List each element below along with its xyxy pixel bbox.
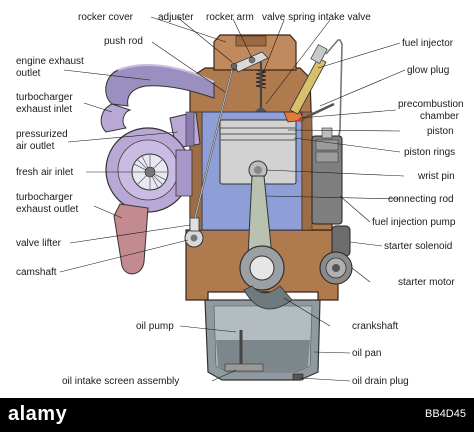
label-camshaft: camshaft xyxy=(16,267,57,278)
fuel-injector xyxy=(289,44,328,115)
label-starter-motor: starter motor xyxy=(398,277,455,288)
watermark-bar: alamy BB4D45 xyxy=(0,398,474,432)
label-wrist-pin: wrist pin xyxy=(417,171,455,182)
fuel-injection-pump xyxy=(311,127,343,225)
label-precombustion-chamber-1: precombustion xyxy=(398,99,464,110)
starter-motor xyxy=(319,251,353,285)
label-rocker-arm: rocker arm xyxy=(206,12,254,23)
label-connecting-rod: connecting rod xyxy=(388,194,454,205)
label-oil-pump: oil pump xyxy=(136,321,174,332)
label-fuel-injector: fuel injector xyxy=(402,38,454,49)
label-turbocharger-exhaust-outlet-2: exhaust outlet xyxy=(16,204,78,215)
label-turbocharger-exhaust-outlet-1: turbocharger xyxy=(16,192,73,203)
label-pressurized-air-outlet-2: air outlet xyxy=(16,141,55,152)
label-engine-exhaust-outlet-1: engine exhaust xyxy=(16,56,84,67)
turbocharger xyxy=(105,127,193,213)
label-piston-rings: piston rings xyxy=(404,147,455,158)
label-intake-valve: intake valve xyxy=(318,12,371,23)
label-fresh-air-inlet: fresh air inlet xyxy=(16,167,73,178)
crankshaft xyxy=(239,245,293,310)
label-oil-drain-plug: oil drain plug xyxy=(352,376,409,387)
camshaft xyxy=(184,228,204,248)
turbocharger-exhaust-outlet xyxy=(113,203,149,275)
label-starter-solenoid: starter solenoid xyxy=(384,241,452,252)
label-oil-intake-screen-assembly: oil intake screen assembly xyxy=(62,376,179,387)
adjuster xyxy=(230,62,238,70)
oil-drain-plug xyxy=(292,373,304,381)
alamy-logo: alamy xyxy=(8,403,68,425)
label-oil-pan: oil pan xyxy=(352,348,381,359)
valve-lifter xyxy=(189,217,200,232)
image-id: BB4D45 xyxy=(425,408,466,420)
oil-intake-screen xyxy=(224,363,264,372)
label-valve-lifter: valve lifter xyxy=(16,238,62,249)
label-valve-spring: valve spring xyxy=(262,12,315,23)
label-fuel-injection-pump: fuel injection pump xyxy=(372,217,456,228)
label-pressurized-air-outlet-1: pressurized xyxy=(16,129,68,140)
label-glow-plug: glow plug xyxy=(407,65,449,76)
leader-lines xyxy=(59,16,406,382)
starter-solenoid xyxy=(331,225,351,257)
label-piston: piston xyxy=(427,126,454,137)
turbocharger-exhaust-inlet xyxy=(100,103,132,133)
label-engine-exhaust-outlet-2: outlet xyxy=(16,68,41,79)
label-crankshaft: crankshaft xyxy=(352,321,398,332)
rocker-cover xyxy=(213,34,297,71)
labels: rocker cover adjuster rocker arm valve s… xyxy=(16,12,464,387)
label-turbocharger-exhaust-inlet-2: exhaust inlet xyxy=(16,104,72,115)
fuel-line xyxy=(325,39,343,151)
label-rocker-cover: rocker cover xyxy=(78,12,134,23)
label-adjuster: adjuster xyxy=(158,12,194,23)
label-push-rod: push rod xyxy=(104,36,143,47)
label-turbocharger-exhaust-inlet-1: turbocharger xyxy=(16,92,73,103)
label-precombustion-chamber-2: chamber xyxy=(420,111,460,122)
